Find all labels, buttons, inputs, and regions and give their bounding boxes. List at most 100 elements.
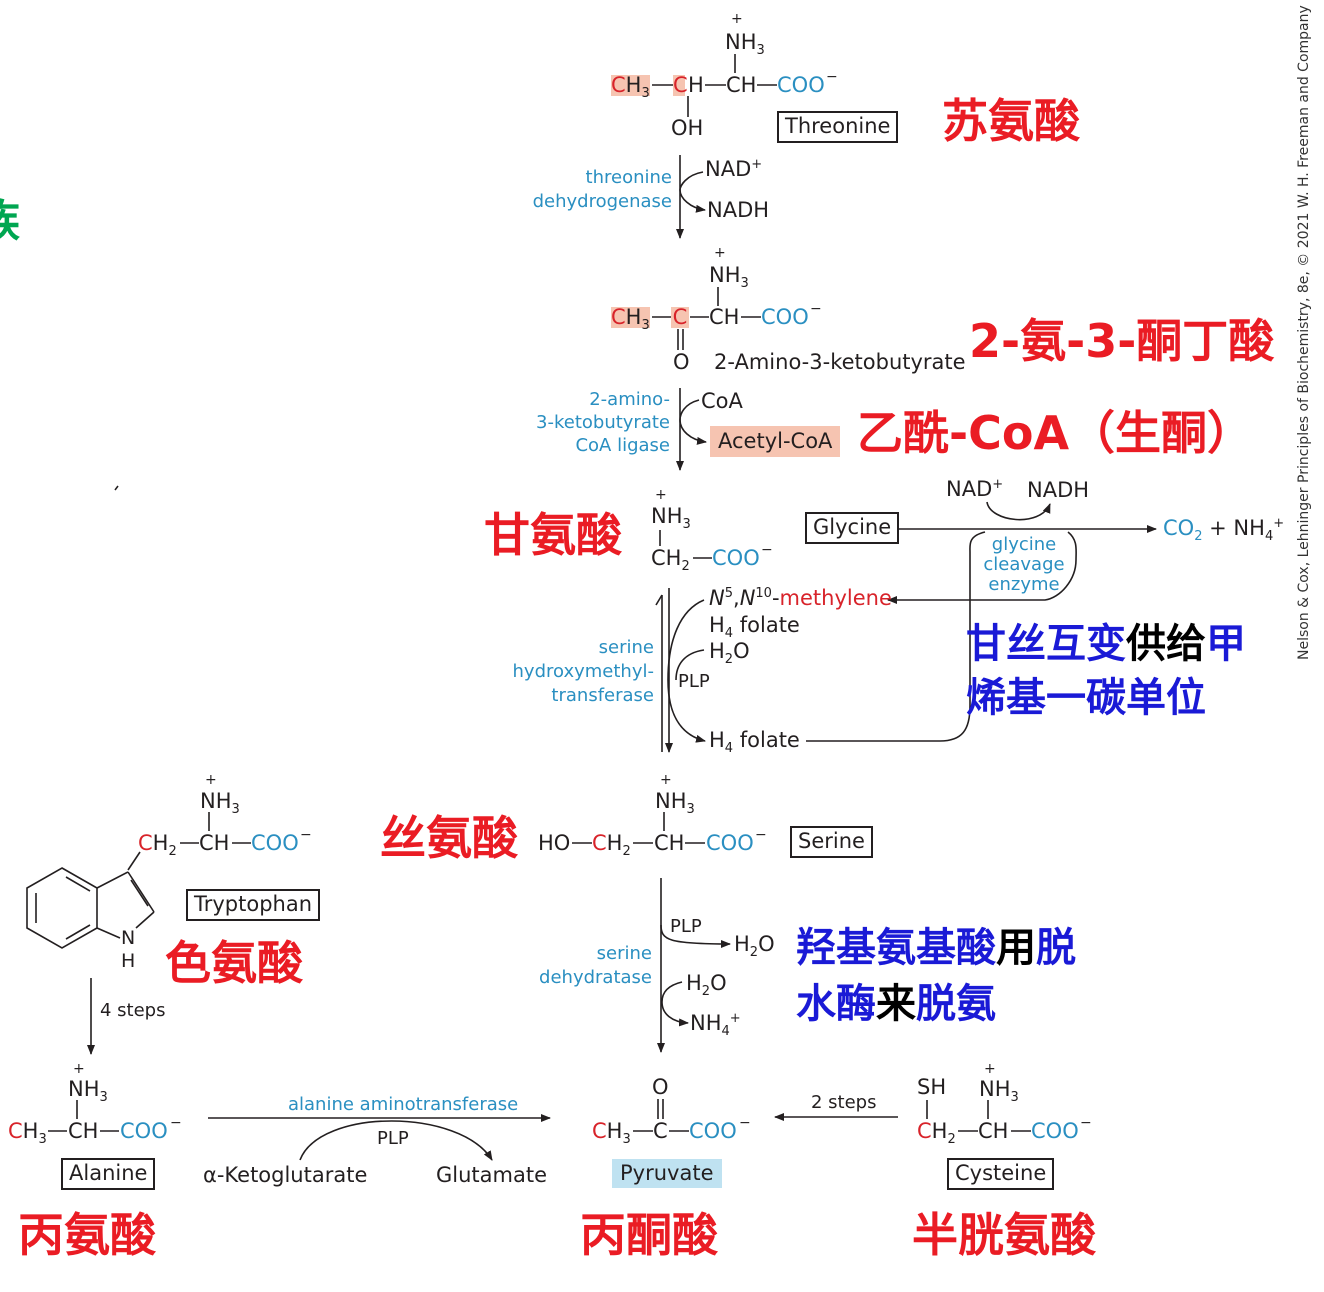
glycine-plus: + (655, 487, 667, 503)
acetyl-coa: Acetyl-CoA (710, 426, 841, 457)
threonine-ch: CH (726, 73, 757, 97)
threonine-plus: + (731, 11, 743, 27)
alanine-minus: − (170, 1115, 182, 1131)
ketobutyrate-minus: − (810, 301, 822, 317)
two-steps: 2 steps (811, 1092, 877, 1113)
ketobutyrate-nh3: NH3 (709, 263, 749, 292)
nad-plus: NAD+ (705, 157, 763, 181)
ketobutyrate-plus: + (714, 245, 726, 261)
pyruvate-c: C (653, 1119, 668, 1143)
cysteine-plus: + (984, 1061, 996, 1077)
ketobutyrate-ch3: CH3 (611, 305, 650, 334)
cysteine-label: Cysteine (947, 1158, 1055, 1190)
glycine-minus: − (761, 542, 773, 558)
serine-ho: HO (538, 831, 571, 855)
glutamate: Glutamate (436, 1163, 547, 1187)
cysteine-ch2: CH2 (917, 1119, 956, 1148)
alanine-ch3: CH3 (8, 1119, 47, 1148)
threonine-ch3: CH3 (611, 73, 650, 102)
tryptophan-plus: + (205, 772, 217, 788)
pyruvate-o: O (652, 1075, 669, 1099)
alanine-nh3: NH3 (68, 1077, 108, 1106)
serine-minus: − (755, 827, 767, 843)
cysteine-ch: CH (978, 1119, 1009, 1143)
glycine-serine-note: 甘丝互变供给甲 烯基一碳单位 (966, 621, 1246, 721)
cysteine-sh: SH (917, 1075, 947, 1099)
tryptophan-nh3: NH3 (200, 789, 240, 818)
alanine-cn: 丙氨酸 (18, 1208, 156, 1262)
ketobutyrate-o: O (673, 350, 690, 374)
serine-ch2: CH2 (592, 831, 631, 860)
acetyl-coa-cn: 乙酰-CoA（生酮） (857, 406, 1254, 460)
cysteine-nh3: NH3 (979, 1077, 1019, 1106)
glycine-cleavage-nadh: NADH (1027, 478, 1090, 502)
nadh: NADH (707, 198, 770, 222)
threonine-cn: 苏氨酸 (942, 94, 1080, 148)
threonine-minus: − (826, 69, 838, 85)
alanine-ch: CH (68, 1119, 99, 1143)
pyruvate-label: Pyruvate (612, 1159, 722, 1188)
threonine-ch-red: C (673, 73, 688, 97)
tryptophan-label: Tryptophan (186, 889, 321, 921)
serine-dehydratase-note: 羟基氨基酸用脱 水酶来脱氨 (796, 925, 1076, 1027)
enzyme-alanine-aminotransferase: alanine aminotransferase (288, 1094, 519, 1115)
threonine-nh3: NH3 (725, 30, 765, 59)
tryptophan-minus: − (300, 827, 312, 843)
ketobutyrate-c: C (671, 305, 689, 329)
h2o-in: H2O (686, 971, 727, 1000)
tryptophan-ch: CH (199, 831, 230, 855)
plp-3: PLP (377, 1128, 409, 1149)
glycine-cn: 甘氨酸 (484, 508, 622, 562)
tryptophan-ch2: CH2 (138, 831, 177, 860)
threonine-ch-h: H (688, 73, 704, 97)
cysteine-cn: 半胱氨酸 (912, 1208, 1096, 1262)
tryptophan-h: H (121, 950, 136, 972)
h2o-1: H2O (709, 639, 750, 668)
threonine-label: Threonine (777, 111, 899, 143)
pyruvate-cn: 丙酮酸 (580, 1208, 718, 1262)
serine-nh3: NH3 (655, 789, 695, 818)
coa: CoA (701, 389, 743, 413)
tryptophan-n: N (121, 927, 136, 949)
nh4: NH4+ (690, 1011, 741, 1040)
left-edge-glyph: 族 (0, 200, 20, 244)
plp-1: PLP (678, 671, 710, 692)
copyright-notice: Nelson & Cox, Lehninger Principles of Bi… (1296, 5, 1312, 660)
h2o-out: H2O (734, 932, 775, 961)
cysteine-coo: COO (1031, 1119, 1079, 1143)
alanine-coo: COO (120, 1119, 168, 1143)
ketobutyrate-label: 2-Amino-3-ketobutyrate (714, 350, 966, 374)
serine-coo: COO (706, 831, 754, 855)
glycine-cleavage-nad: NAD+ (946, 477, 1004, 501)
pyruvate-ch3: CH3 (592, 1119, 631, 1148)
ketobutyrate-cn: 2-氨-3-酮丁酸 (969, 314, 1275, 368)
threonine-oh: OH (671, 116, 704, 140)
glycine-label: Glycine (805, 512, 900, 544)
threonine-coo: COO (777, 73, 825, 97)
serine-label: Serine (790, 826, 873, 858)
cysteine-minus: − (1080, 1115, 1092, 1131)
alpha-ketoglutarate: α-Ketoglutarate (203, 1163, 368, 1187)
ketobutyrate-ch: CH (709, 305, 740, 329)
ketobutyrate-coo: COO (761, 305, 809, 329)
tryptophan-cn: 色氨酸 (165, 936, 303, 990)
methylene-folate: N5,N10-methylene (709, 586, 892, 610)
four-steps: 4 steps (100, 1000, 166, 1021)
plp-2: PLP (670, 916, 702, 937)
h4-folate-1: H4 folate (709, 613, 800, 642)
serine-plus: + (660, 772, 672, 788)
glycine-nh3: NH3 (651, 504, 691, 533)
alanine-plus: + (73, 1061, 85, 1077)
h4-folate-2: H4 folate (709, 728, 800, 757)
serine-cn: 丝氨酸 (380, 811, 518, 865)
tryptophan-coo: COO (251, 831, 299, 855)
pyruvate-minus: − (739, 1115, 751, 1131)
alanine-label: Alanine (61, 1158, 156, 1190)
